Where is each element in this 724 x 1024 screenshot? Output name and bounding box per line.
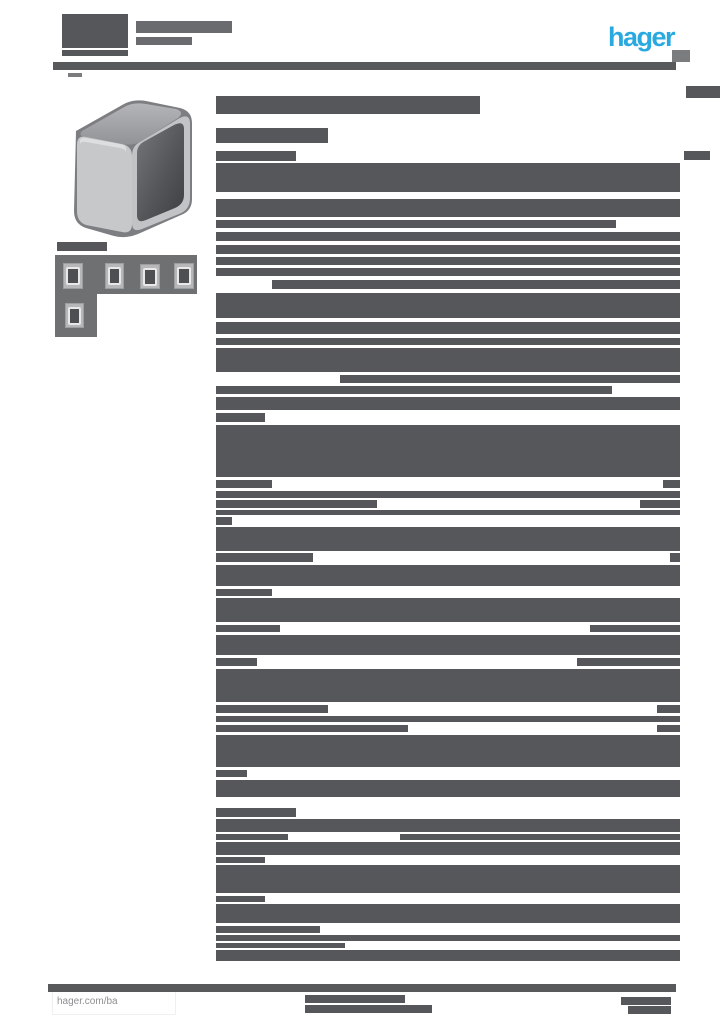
redacted-text-bar bbox=[216, 819, 680, 832]
redacted-text-bar bbox=[216, 348, 680, 372]
redacted-text-bar bbox=[216, 510, 680, 515]
redacted-text-bar bbox=[216, 565, 680, 586]
redacted-text-bar bbox=[216, 245, 680, 254]
redacted-text-bar bbox=[62, 50, 128, 56]
redacted-text-bar bbox=[136, 21, 232, 33]
redacted-text-bar bbox=[216, 293, 680, 318]
redacted-text-bar bbox=[672, 50, 690, 62]
redacted-text-bar bbox=[621, 997, 671, 1005]
thumbnail-product-icon bbox=[67, 306, 82, 325]
thumbnail-product-icon bbox=[177, 266, 191, 286]
redacted-text-bar bbox=[216, 935, 680, 941]
redacted-text-bar bbox=[136, 37, 192, 45]
redacted-text-bar bbox=[400, 834, 680, 840]
redacted-text-bar bbox=[216, 705, 328, 713]
redacted-text-bar bbox=[216, 943, 345, 948]
redacted-text-bar bbox=[216, 96, 480, 114]
redacted-text-bar bbox=[272, 280, 680, 289]
redacted-text-bar bbox=[305, 1005, 432, 1013]
redacted-text-bar bbox=[577, 658, 680, 666]
hager-logo: hager bbox=[607, 22, 676, 52]
redacted-text-bar bbox=[62, 14, 128, 48]
redacted-text-bar bbox=[216, 865, 680, 893]
redacted-text-bar bbox=[53, 62, 676, 70]
cube-switch-illustration bbox=[74, 100, 192, 238]
redacted-text-bar bbox=[216, 220, 616, 228]
product-thumbnail bbox=[65, 303, 84, 328]
redacted-text-bar bbox=[216, 625, 280, 632]
redacted-text-bar bbox=[657, 705, 680, 713]
redacted-text-bar bbox=[216, 257, 680, 265]
redacted-text-bar bbox=[686, 86, 720, 98]
redacted-text-bar bbox=[216, 725, 408, 732]
redacted-text-bar bbox=[216, 491, 680, 498]
thumbnail-product-icon bbox=[143, 267, 157, 286]
redacted-text-bar bbox=[216, 199, 680, 217]
product-thumbnail bbox=[174, 263, 194, 289]
redacted-text-bar bbox=[216, 480, 272, 488]
redacted-text-bar bbox=[216, 500, 377, 508]
redacted-text-bar bbox=[216, 425, 680, 477]
footer-link-box: hager.com/ba bbox=[53, 988, 175, 1014]
product-thumbnail bbox=[140, 264, 160, 289]
redacted-text-bar bbox=[216, 232, 680, 241]
redacted-text-bar bbox=[216, 896, 265, 902]
redacted-text-bar bbox=[216, 338, 680, 345]
redacted-text-bar bbox=[216, 527, 680, 551]
product-image bbox=[56, 93, 198, 239]
redacted-text-bar bbox=[670, 553, 680, 562]
redacted-text-bar bbox=[216, 658, 257, 666]
redacted-text-bar bbox=[216, 322, 680, 334]
redacted-text-bar bbox=[663, 480, 680, 488]
redacted-text-bar bbox=[216, 517, 232, 525]
redacted-text-bar bbox=[216, 716, 680, 722]
redacted-text-bar bbox=[216, 950, 680, 961]
redacted-text-bar bbox=[216, 598, 680, 622]
redacted-text-bar bbox=[216, 780, 680, 797]
redacted-text-bar bbox=[216, 669, 680, 702]
redacted-text-bar bbox=[305, 995, 405, 1003]
redacted-text-bar bbox=[68, 73, 82, 77]
redacted-text-bar bbox=[684, 151, 710, 160]
thumbnail-product-icon bbox=[66, 266, 80, 286]
redacted-text-bar bbox=[216, 151, 296, 161]
product-thumbnail bbox=[63, 263, 83, 289]
redacted-text-bar bbox=[628, 1006, 671, 1014]
redacted-text-bar bbox=[216, 589, 272, 596]
redacted-text-bar bbox=[216, 413, 265, 422]
redacted-text-bar bbox=[216, 128, 328, 143]
redacted-text-bar bbox=[657, 725, 680, 732]
redacted-text-bar bbox=[216, 770, 247, 777]
redacted-text-bar bbox=[216, 163, 680, 192]
redacted-text-bar bbox=[216, 808, 296, 817]
redacted-text-bar bbox=[216, 904, 680, 923]
redacted-text-bar bbox=[216, 553, 313, 562]
redacted-text-bar bbox=[340, 375, 680, 383]
redacted-text-bar bbox=[57, 242, 107, 251]
product-thumbnail bbox=[105, 263, 124, 289]
redacted-text-bar bbox=[216, 842, 680, 855]
redacted-text-bar bbox=[216, 926, 320, 933]
redacted-text-bar bbox=[590, 625, 680, 632]
redacted-text-bar bbox=[640, 500, 680, 508]
redacted-text-bar bbox=[216, 635, 680, 655]
redacted-text-bar bbox=[216, 397, 680, 410]
redacted-text-bar bbox=[216, 268, 680, 276]
redacted-text-bar bbox=[216, 857, 265, 863]
redacted-text-bar bbox=[48, 984, 676, 992]
footer-link[interactable]: hager.com/ba bbox=[57, 995, 118, 1007]
redacted-text-bar bbox=[216, 834, 288, 840]
redacted-text-bar bbox=[216, 386, 612, 394]
redacted-text-bar bbox=[216, 735, 680, 767]
thumbnail-product-icon bbox=[107, 266, 122, 286]
